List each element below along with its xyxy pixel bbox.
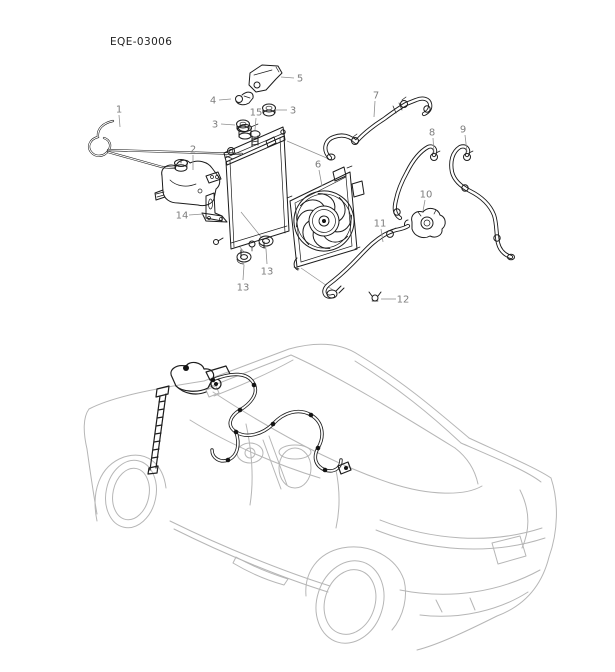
- grommet-3-right-drawing: [262, 103, 276, 117]
- lower-hose-11-drawing: [322, 223, 411, 299]
- callout-label-7: 7: [373, 90, 379, 101]
- callout-label-12: 12: [397, 294, 410, 305]
- grommet-13-left-drawing: [236, 251, 252, 265]
- callout-leader-13: [265, 248, 268, 265]
- callout-label-9: 9: [460, 124, 466, 135]
- overflow-hose-1-drawing: [88, 119, 244, 170]
- callout-label-2: 2: [190, 144, 196, 155]
- construction-lines: [238, 140, 334, 291]
- callout-leader-4: [218, 98, 232, 101]
- callout-leader-3: [220, 123, 236, 126]
- hose-8-drawing: [392, 144, 441, 221]
- hose-9-drawing: [449, 144, 515, 261]
- bolt-15-drawing: [249, 130, 261, 147]
- callout-leader-15: [254, 117, 257, 131]
- clip-4-drawing: [235, 91, 254, 106]
- callout-leader-14: [188, 213, 204, 216]
- grommet-3-left-drawing: [236, 119, 250, 133]
- radiator-drawing: [213, 123, 290, 258]
- figure-code: EQE-03006: [110, 36, 173, 48]
- callout-leader-11: [380, 228, 384, 243]
- callout-leader-9: [464, 134, 468, 153]
- callout-label-14: 14: [176, 210, 189, 221]
- callout-leader-5: [280, 76, 295, 79]
- upper-hose-7-drawing: [323, 96, 433, 161]
- bracket-14-drawing: [201, 192, 228, 223]
- callout-label-13: 13: [261, 266, 274, 277]
- coolant-reservoir-drawing: [154, 159, 222, 207]
- callout-leader-10: [422, 199, 426, 212]
- callout-label-13: 13: [237, 282, 250, 293]
- callout-label-6: 6: [315, 159, 321, 170]
- callout-label-8: 8: [429, 127, 435, 138]
- clip-12-drawing: [368, 291, 382, 302]
- mounting-bracket-5-drawing: [248, 64, 283, 93]
- callout-leader-13: [242, 264, 245, 281]
- valve-10-drawing: [404, 207, 446, 239]
- callout-leader-7: [373, 100, 376, 118]
- installed-assembly-drawing: [147, 361, 352, 475]
- callout-label-5: 5: [297, 73, 303, 84]
- callout-label-3: 3: [290, 105, 296, 116]
- car-outline-drawing: [83, 343, 557, 651]
- callout-label-3: 3: [212, 119, 218, 130]
- callout-label-11: 11: [374, 218, 387, 229]
- callout-label-1: 1: [116, 104, 122, 115]
- grommet-13-right-drawing: [258, 235, 274, 249]
- fan-shroud-drawing: [286, 165, 365, 271]
- callout-leader-6: [318, 169, 323, 187]
- callout-label-15: 15: [250, 107, 263, 118]
- callout-label-4: 4: [210, 95, 216, 106]
- callout-leader-1: [118, 114, 121, 128]
- callout-label-10: 10: [420, 189, 433, 200]
- callout-leader-8: [432, 137, 435, 154]
